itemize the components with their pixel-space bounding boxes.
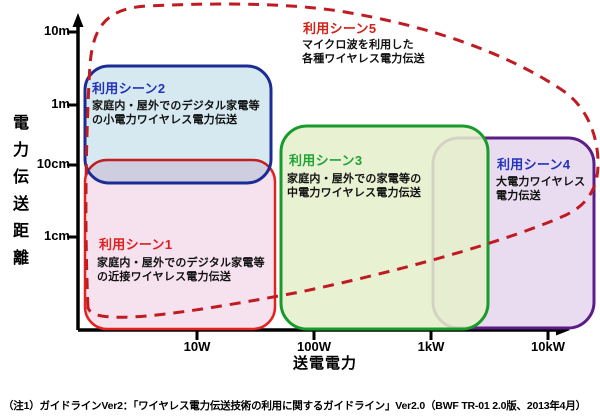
y-axis-title: 電力伝送距離 [10,114,27,276]
y-axis-arrow-icon [72,13,84,27]
y-tick-10cm: 10cm [36,156,70,171]
scene1-description: 家庭内・屋外でのデジタル家電等 の近接ワイヤレス電力伝送 [97,257,265,283]
footnote: （注1）ガイドラインVer2：「ワイヤレス電力伝送技術の利用に関するガイドライン… [3,400,586,412]
scene5-title: 利用シーン5 [303,21,377,36]
y-axis-ticks [67,30,78,239]
y-tick-1cm: 1cm [43,228,70,243]
scene3-title: 利用シーン3 [289,153,363,168]
plot-canvas [67,2,600,340]
scene5-description: マイクロ波を利用した 各種ワイヤレス電力伝送 [302,39,425,65]
x-axis-ticks [195,330,550,340]
scene5-region-outline [84,2,600,319]
scene2-region [83,64,273,185]
scene2-title: 利用シーン2 [92,81,166,96]
scene1-title: 利用シーン1 [99,237,173,252]
scene4-description: 大電力ワイヤレス 電力伝送 [496,176,586,202]
x-tick-1kw: 1kW [417,339,445,354]
y-tick-10m: 10m [43,23,70,38]
scene3-description: 家庭内・屋外での家電等の 中電力ワイヤレス電力伝送 [287,173,422,199]
y-tick-1m: 1m [51,96,70,111]
scene3-region [279,124,490,331]
scene2-region-fill [85,66,271,183]
x-tick-100w: 100W [297,339,331,354]
x-axis-title: 送電電力 [293,355,358,372]
scene2-description: 家庭内・屋外でのデジタル家電等 の小電力ワイヤレス電力伝送 [92,100,260,126]
x-tick-10w: 10W [183,339,211,354]
x-tick-10kw: 10kW [531,339,565,354]
scene4-title: 利用シーン4 [497,157,571,172]
